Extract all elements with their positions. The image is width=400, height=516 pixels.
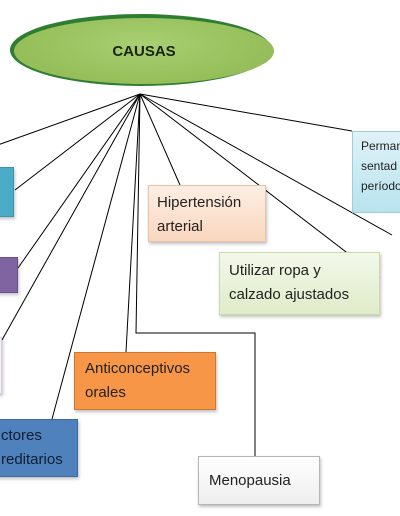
- connector-left-top: [0, 93, 141, 145]
- cause-permanecer: Perman sentad período: [352, 131, 400, 213]
- cause-anticonceptivos: Anticonceptivos orales: [74, 352, 216, 410]
- connector-hipertension: [139, 93, 181, 186]
- connector-light: [1, 93, 141, 341]
- connector-permanecer: [139, 93, 353, 132]
- root-node-causas: CAUSAS: [14, 18, 274, 84]
- cause-hipertension-line2: arterial: [157, 218, 203, 235]
- connector-purple: [17, 93, 141, 269]
- cause-cyan-partial: [0, 167, 14, 217]
- cause-ropa-line2: calzado ajustados: [229, 286, 350, 303]
- cause-light-partial: [0, 337, 2, 394]
- cause-ropa: Utilizar ropa y calzado ajustados: [219, 252, 380, 315]
- cause-permanecer-line1: Perman: [361, 139, 400, 153]
- cause-anticonceptivos-line1: Anticonceptivos: [85, 360, 191, 377]
- cause-factores-line1: ctores: [1, 427, 42, 444]
- connector-anticonceptivos: [125, 93, 141, 353]
- cause-purple-partial: [0, 257, 18, 293]
- connector-factores: [51, 93, 141, 420]
- cause-permanecer-line3: período: [361, 179, 400, 193]
- cause-hipertension: Hipertensión arterial: [148, 185, 266, 242]
- cause-menopausia-label: Menopausia: [209, 471, 291, 489]
- connector-cyan: [14, 93, 141, 191]
- connector-far-right: [139, 93, 393, 236]
- cause-hipertension-line1: Hipertensión: [157, 194, 242, 211]
- connector-menopausia: [135, 93, 256, 456]
- cause-anticonceptivos-line2: orales: [85, 384, 126, 401]
- cause-permanecer-line2: sentad: [361, 159, 398, 173]
- cause-menopausia: Menopausia: [198, 456, 320, 505]
- cause-factores-line2: reditarios: [1, 451, 63, 468]
- cause-factores: ctores reditarios: [0, 419, 78, 477]
- cause-ropa-line1: Utilizar ropa y: [229, 262, 321, 279]
- root-label: CAUSAS: [112, 42, 176, 60]
